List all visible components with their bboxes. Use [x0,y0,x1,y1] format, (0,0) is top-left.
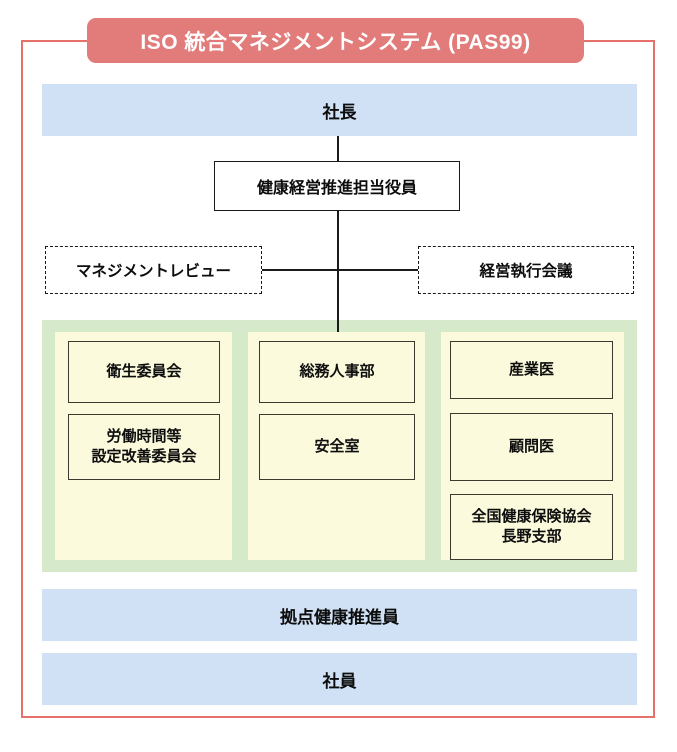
node-working-hours-committee: 労働時間等 設定改善委員会 [68,414,220,480]
node-employees: 社員 [42,653,637,705]
connector-review-to-executive-meeting [262,269,418,271]
node-management-review: マネジメントレビュー [45,246,262,294]
node-advisory-physician: 顧問医 [450,413,613,481]
node-president: 社長 [42,84,637,136]
node-health-insurance-association-label: 全国健康保険協会 長野支部 [471,507,591,547]
node-employees-label: 社員 [322,671,357,691]
connector-officer-to-departments [337,211,339,335]
node-occupational-physician-label: 産業医 [508,361,554,379]
node-health-insurance-association: 全国健康保険協会 長野支部 [450,494,613,560]
node-executive-management-meeting: 経営執行会議 [418,246,634,294]
node-occupational-physician: 産業医 [450,341,613,399]
node-health-safety-committee: 衛生委員会 [68,341,220,403]
diagram-title-text: ISO 統合マネジメントシステム (PAS99) [140,30,531,54]
node-working-hours-committee-label: 労働時間等 設定改善委員会 [91,427,196,467]
node-executive-management-meeting-label: 経営執行会議 [479,263,573,280]
node-safety-office: 安全室 [259,414,415,480]
node-working-hours-committee-line2: 設定改善委員会 [91,448,197,465]
diagram-title-banner: ISO 統合マネジメントシステム (PAS99) [87,18,584,63]
node-working-hours-committee-line1: 労働時間等 [106,428,182,446]
node-health-insurance-association-line2: 長野支部 [501,528,562,545]
node-site-health-promoter-label: 拠点健康推進員 [280,607,399,627]
node-safety-office-label: 安全室 [314,438,360,456]
node-site-health-promoter: 拠点健康推進員 [42,589,637,641]
node-general-affairs-hr: 総務人事部 [259,341,415,403]
node-health-safety-committee-label: 衛生委員会 [106,363,182,381]
connector-president-to-officer [337,136,339,161]
node-health-insurance-association-line1: 全国健康保険協会 [471,508,592,526]
node-president-label: 社長 [322,102,357,122]
node-health-management-officer-label: 健康経営推進担当役員 [256,180,417,197]
node-health-management-officer: 健康経営推進担当役員 [214,161,460,211]
node-management-review-label: マネジメントレビュー [75,263,231,280]
node-general-affairs-hr-label: 総務人事部 [299,363,375,381]
node-advisory-physician-label: 顧問医 [508,438,554,456]
